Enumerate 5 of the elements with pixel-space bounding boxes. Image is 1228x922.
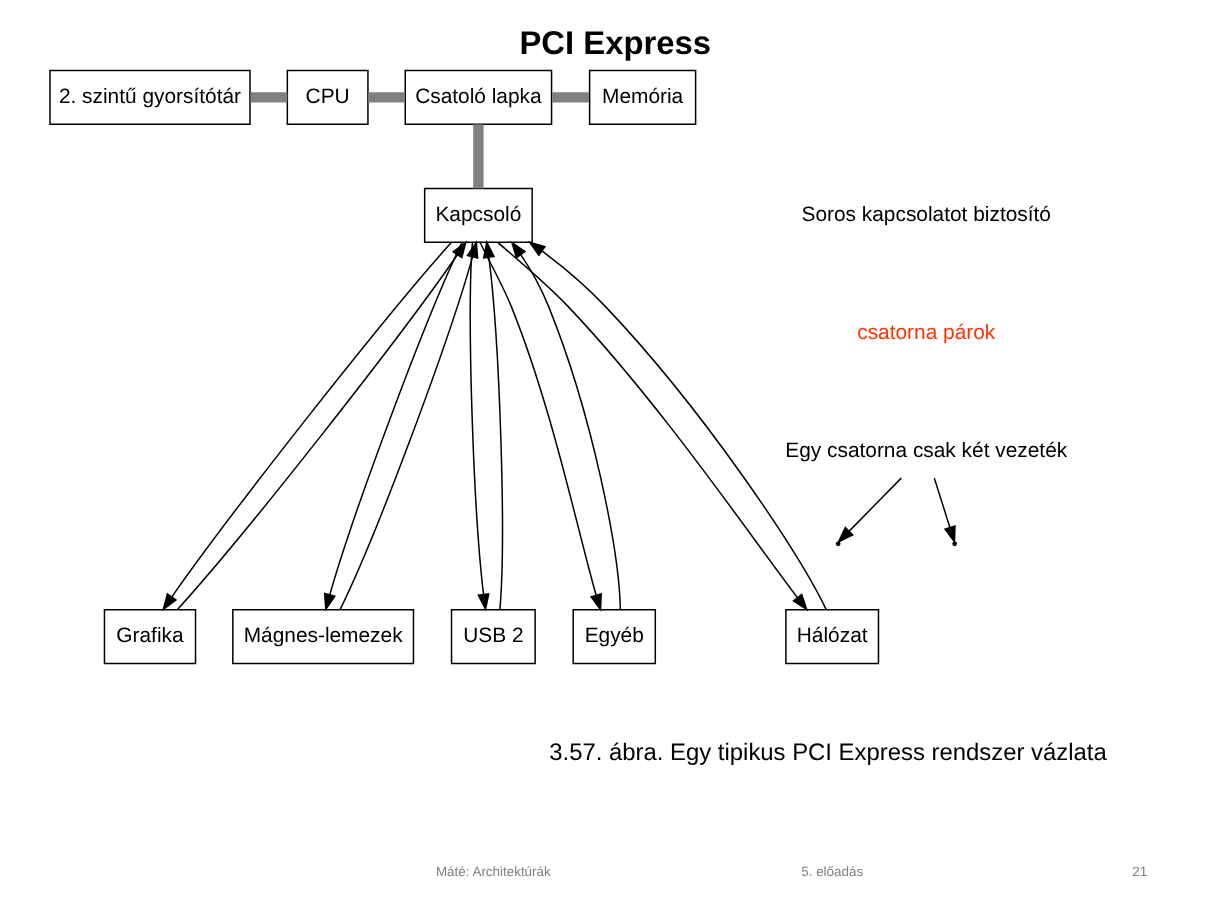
caption: 3.57. ábra. Egy tipikus PCI Express rendszer vázlata <box>548 738 1106 767</box>
diagram-title: PCI Express <box>518 25 710 62</box>
label: Soros kapcsolatot biztosító <box>800 204 1050 227</box>
label: csatorna párok <box>856 322 995 345</box>
node-text: Egy csatorna csak két vezeték <box>784 440 1067 463</box>
